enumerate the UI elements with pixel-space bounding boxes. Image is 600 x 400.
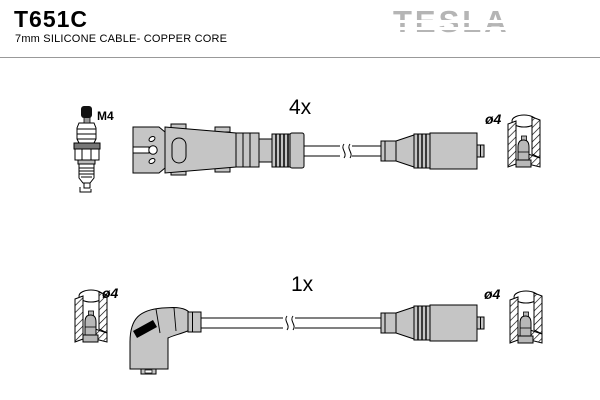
spark-plug-thread-label: M4 [97,109,114,123]
quantity-label-top: 4x [289,96,312,119]
logo-stripe [393,27,509,30]
elbow-boot-illustration [129,306,202,375]
cable-illustration-bottom [200,315,383,331]
terminal-cap-section-top [507,114,541,168]
coil-end-plug-illustration-bottom [380,304,485,342]
logo-stripe [393,20,509,23]
terminal-diameter-label-bottom-left: ø4 [102,285,119,301]
quantity-label-bottom: 1x [291,273,314,296]
product-subtitle: 7mm SILICONE CABLE- COPPER CORE [15,33,228,45]
plug-boot-illustration-top [132,123,305,176]
terminal-diameter-label-bottom-right: ø4 [484,286,501,302]
header-divider [0,57,600,58]
part-number: T651C [14,6,89,32]
coil-end-plug-illustration-top [380,132,485,170]
cable-illustration-top [303,143,383,159]
terminal-cap-section-bottom-right [509,290,543,344]
spark-plug-illustration [73,106,101,193]
terminal-diameter-label-top: ø4 [485,111,502,127]
tesla-logo: TESLA [393,6,509,38]
